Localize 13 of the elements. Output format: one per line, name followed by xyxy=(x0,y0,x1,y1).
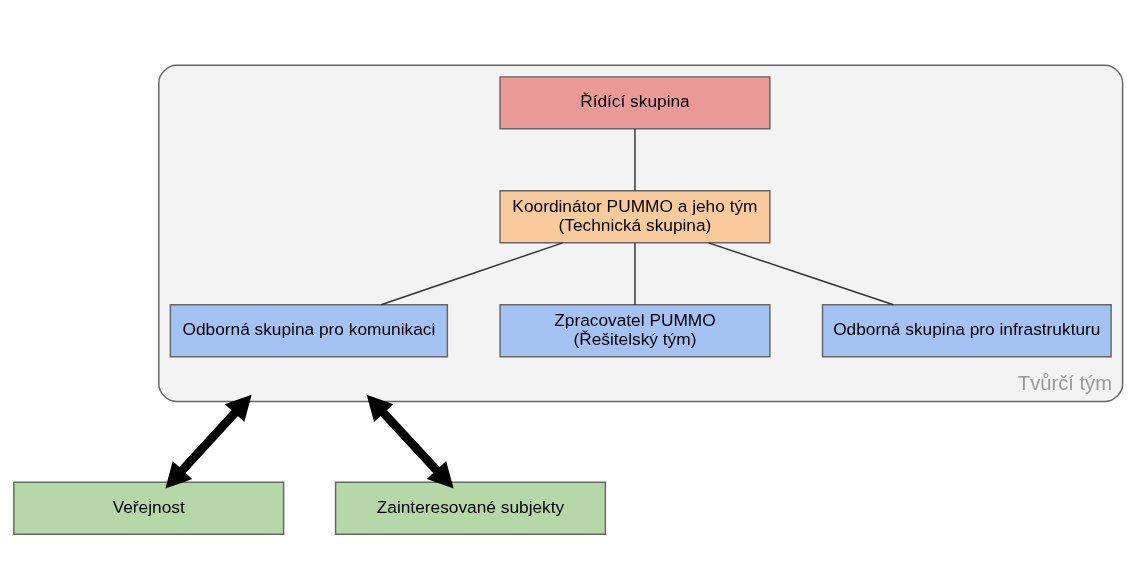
connector xyxy=(634,128,636,192)
node-box: Odborná skupina pro komunikaci xyxy=(169,304,449,358)
connector xyxy=(380,242,564,306)
node-box: Zainteresované subjekty xyxy=(334,481,607,535)
connector xyxy=(634,242,636,306)
connector xyxy=(707,242,895,306)
node-box: Zpracovatel PUMMO (Řešitelský tým) xyxy=(499,304,771,358)
node-box: Odborná skupina pro infrastrukturu xyxy=(821,304,1112,358)
node-box: Řídící skupina xyxy=(499,76,771,130)
node-box: Veřejnost xyxy=(13,481,285,535)
arrow xyxy=(366,394,454,489)
node-box: Koordinátor PUMMO a jeho tým (Technická skupina) xyxy=(499,190,771,244)
arrow xyxy=(165,394,252,489)
